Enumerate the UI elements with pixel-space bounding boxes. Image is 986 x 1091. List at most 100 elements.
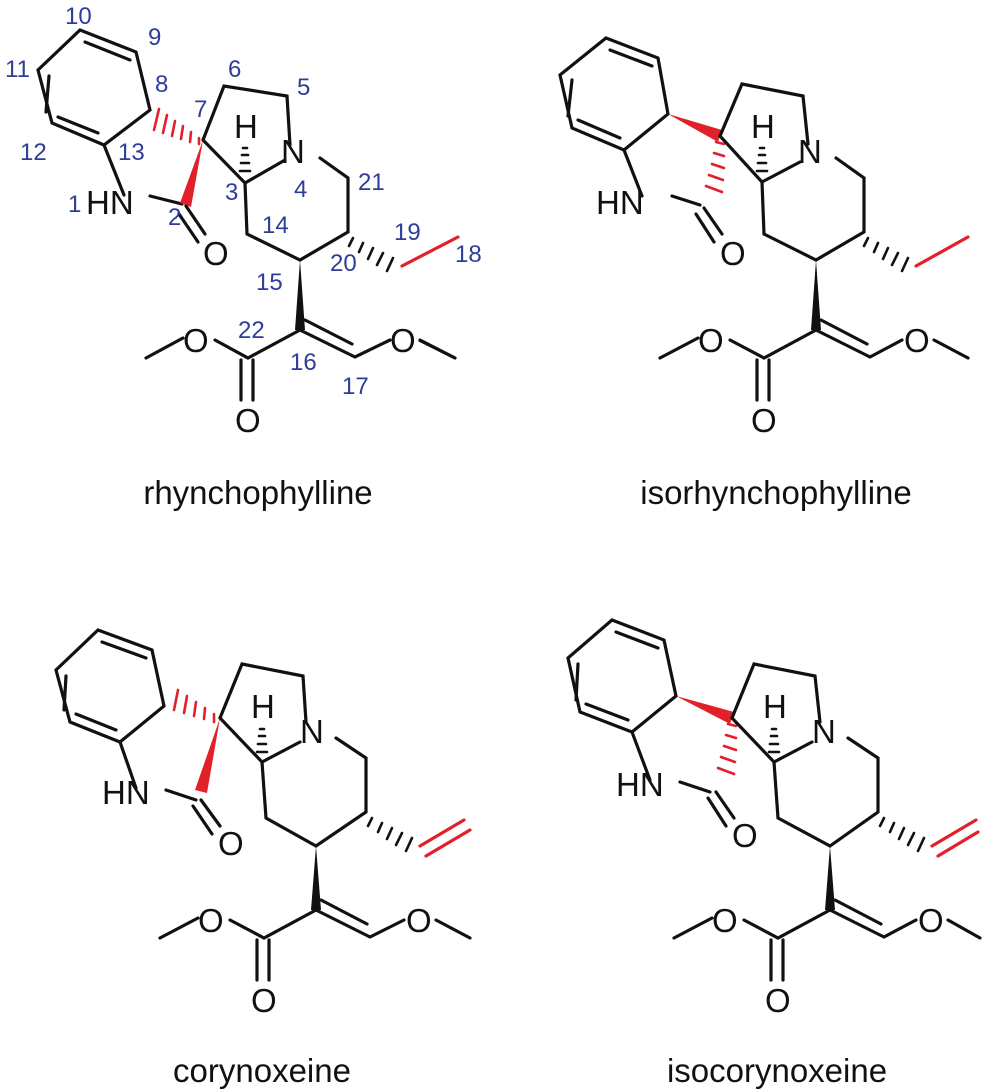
wedge-bond	[180, 140, 203, 207]
atom-o: O	[765, 982, 791, 1019]
locant: 18	[455, 241, 482, 268]
bond	[243, 156, 350, 262]
atom-h: H	[763, 688, 787, 725]
bond	[191, 804, 214, 836]
bond	[932, 338, 970, 360]
atom-o: O	[235, 402, 261, 439]
molecule-corynoxeine	[54, 628, 472, 982]
locant: 10	[65, 3, 92, 30]
vinyl-bond	[418, 818, 466, 848]
atom-o: O	[198, 902, 224, 939]
atom-nh: HN	[102, 774, 150, 811]
bond	[158, 916, 200, 940]
ethyl-bond	[400, 235, 460, 268]
benzene-inner-bond	[44, 74, 51, 114]
benzene-inner-bond	[576, 118, 622, 140]
methyl-bond	[418, 338, 456, 360]
molecule-name: corynoxeine	[173, 1052, 351, 1089]
bond	[213, 328, 302, 360]
molecule-rhynchophylline	[36, 28, 460, 402]
wedge-bond	[825, 846, 835, 910]
benzene-inner-bond	[614, 630, 660, 650]
atom-n: N	[300, 713, 324, 750]
benzene-ring	[54, 628, 166, 744]
wedge-bond	[195, 718, 220, 793]
wedge-bond	[668, 114, 722, 142]
benzene-inner-bond	[83, 40, 132, 62]
atom-o: O	[390, 322, 416, 359]
locant: 9	[148, 24, 161, 51]
bond	[201, 84, 292, 147]
wedge-bond	[295, 260, 305, 330]
bond	[102, 143, 126, 197]
bond	[670, 194, 702, 207]
locant: 21	[358, 169, 385, 196]
atom-labels-isocorynoxeine: HN O H N O O O	[616, 688, 944, 1019]
bond	[298, 328, 392, 359]
bond	[184, 204, 207, 236]
bond	[678, 780, 712, 794]
atom-o: O	[251, 982, 277, 1019]
wedge-bond	[311, 846, 321, 910]
wedge-bond	[676, 696, 734, 724]
atom-o: O	[203, 235, 229, 272]
bond	[706, 796, 728, 828]
locants-rhynchophylline: 1 2 3 4 5 6 7 8 9 10 11 12 13 14 15 16 1…	[5, 3, 482, 400]
locant: 14	[262, 212, 289, 239]
atom-o: O	[904, 322, 930, 359]
hash-bond	[862, 236, 910, 273]
bond	[702, 206, 724, 236]
locant: 16	[290, 349, 317, 376]
bond	[814, 328, 904, 359]
bond	[718, 82, 810, 146]
hash-bond	[238, 146, 252, 173]
atom-o: O	[732, 817, 758, 854]
bond	[201, 138, 287, 186]
locant: 2	[168, 204, 181, 231]
bond	[303, 318, 354, 346]
hash-bond	[878, 816, 926, 853]
locant: 12	[20, 139, 47, 166]
locant: 20	[330, 250, 357, 277]
hash-bond	[347, 236, 395, 273]
wedge-bond	[811, 260, 821, 330]
hash-bond	[716, 722, 738, 776]
locant: 22	[238, 317, 265, 344]
locant: 15	[256, 269, 283, 296]
atom-o: O	[712, 902, 738, 939]
atom-labels-corynoxeine: HN O H N O O O	[102, 688, 432, 1019]
locant: 19	[394, 219, 421, 246]
locant: 1	[68, 191, 81, 218]
locant: 7	[194, 96, 207, 123]
atom-o: O	[183, 322, 209, 359]
benzene-ring	[558, 36, 670, 152]
atom-o: O	[406, 902, 432, 939]
atom-n: N	[798, 133, 822, 170]
bond	[742, 908, 832, 940]
atom-o: O	[218, 825, 244, 862]
hash-bond	[255, 727, 269, 754]
bond	[118, 740, 138, 790]
hash-bond	[767, 727, 781, 754]
bond	[819, 318, 869, 346]
vinyl-bond	[930, 818, 978, 848]
locant: 4	[294, 176, 307, 203]
molecule-isocorynoxeine	[566, 618, 982, 982]
benzene-ring	[566, 618, 678, 734]
bond	[314, 908, 406, 939]
atom-o: O	[751, 402, 777, 439]
bond	[434, 918, 472, 940]
atom-n: N	[812, 713, 836, 750]
atom-o: O	[720, 235, 746, 272]
bond	[658, 336, 700, 360]
bond	[228, 908, 318, 940]
locant: 13	[118, 139, 145, 166]
locant: 5	[297, 74, 310, 101]
hash-bond	[152, 107, 201, 146]
molecule-name: rhynchophylline	[143, 474, 372, 511]
atom-labels-isorhynchophylline: HN O H N O O O	[596, 108, 930, 439]
molecule-isorhynchophylline	[558, 36, 970, 402]
hash-bond	[755, 146, 769, 173]
vinyl-bond	[424, 828, 472, 858]
